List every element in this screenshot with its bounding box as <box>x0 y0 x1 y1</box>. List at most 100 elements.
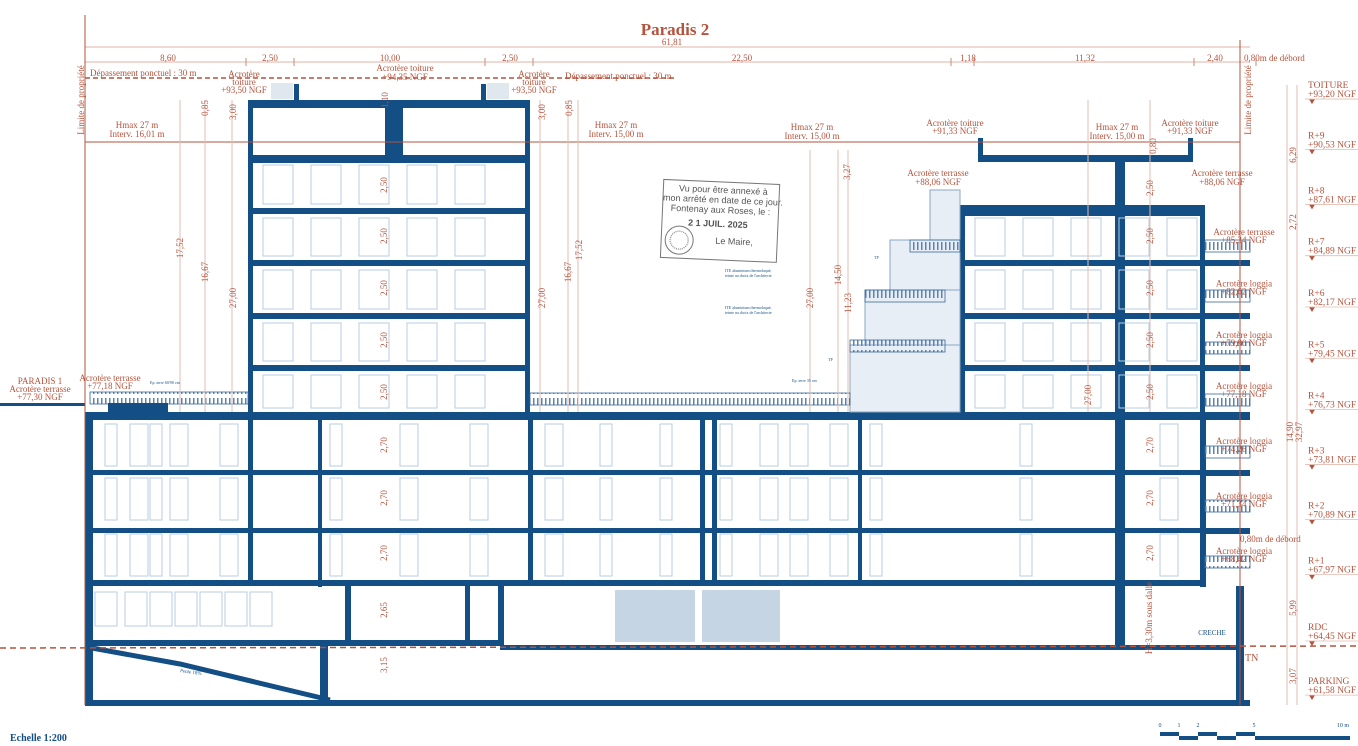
window <box>1022 374 1054 409</box>
acrotere-line: Acrotère loggia <box>1216 436 1272 446</box>
balcony-slab <box>1200 313 1250 319</box>
window <box>544 533 564 577</box>
foundation-slab <box>85 700 1250 706</box>
vdim: 14,90 <box>1285 421 1295 442</box>
hmax-line1: Hmax 27 m <box>1096 122 1139 132</box>
wall <box>248 412 253 582</box>
hmax-label: Hmax 27 m Interv. 16,01 m <box>110 120 165 139</box>
acrotere-line: toiture <box>522 77 546 87</box>
wall <box>248 100 253 160</box>
level-marker: PARKING+61,58 NGF <box>1305 677 1358 701</box>
window <box>974 374 1006 409</box>
note-tp: TP <box>828 357 833 362</box>
vdim: 0,80 <box>1148 138 1158 154</box>
acrotere-label: Acrotère loggia+82,62 NGF <box>1216 278 1272 296</box>
vdim: 3,00 <box>228 104 238 120</box>
drawing-title: Paradis 2 <box>641 20 709 39</box>
wall <box>712 412 717 582</box>
acrotere-line: Acrotère loggia <box>1216 330 1272 340</box>
wall <box>858 412 862 582</box>
window <box>454 269 486 310</box>
approval-stamp: Vu pour être annexé à mon arrêté en date… <box>659 178 783 263</box>
window <box>262 322 294 362</box>
city-seal-icon <box>664 225 694 255</box>
window <box>358 322 390 362</box>
level-marker: R+4+76,73 NGF <box>1305 392 1358 415</box>
level-triangle-icon <box>1309 255 1315 261</box>
window <box>149 423 163 467</box>
window <box>1118 217 1150 257</box>
parapet <box>978 138 983 160</box>
podium-roof-slab <box>85 412 1250 420</box>
acrotere-label: Acrotère loggia+74,26 NGF <box>1216 436 1272 454</box>
level-elevation: +70,89 NGF <box>1308 511 1356 521</box>
level-elevation: +73,81 NGF <box>1308 456 1356 466</box>
wall <box>1200 208 1205 412</box>
acrotere-line: Acrotère loggia <box>1216 491 1272 501</box>
acrotere-line: Acrotère <box>518 69 549 79</box>
vdim: 2,70 <box>379 437 389 453</box>
right-tower-roof-slab <box>960 208 1205 216</box>
floor-slab <box>960 365 1205 371</box>
window <box>869 423 883 467</box>
level-elevation: +64,45 NGF <box>1308 632 1356 642</box>
scale-bar: 0 1 2 5 10 m <box>1159 723 1350 740</box>
hmax-line2: Interv. 15,00 m <box>1090 131 1145 141</box>
window <box>310 269 342 310</box>
level-name: R+3 <box>1308 447 1325 457</box>
stamp-line: Fontenay aux Roses, le : <box>671 203 771 217</box>
vdim: 2,50 <box>1145 384 1155 400</box>
window <box>974 269 1006 310</box>
acrotere-line: Acrotère terrasse <box>79 373 140 383</box>
wall <box>318 412 322 587</box>
acrotere-line: +68,42 NGF <box>1221 554 1267 564</box>
level-name: PARKING <box>1308 677 1349 687</box>
window <box>829 423 849 467</box>
window <box>199 591 223 627</box>
wall <box>960 208 965 412</box>
wall <box>525 100 530 160</box>
level-triangle-icon <box>1309 149 1315 155</box>
window <box>310 217 342 257</box>
window <box>1022 322 1054 362</box>
acrotere-line: +71,34 NGF <box>1221 499 1267 509</box>
wall <box>498 586 504 646</box>
balcony-slab <box>1200 470 1250 476</box>
stamp-line: Vu pour être annexé à <box>679 183 768 197</box>
note-ite: teinte au choix de l'architecte <box>725 273 772 278</box>
acrotere-line: Acrotère loggia <box>1216 278 1272 288</box>
dim-seg: 22,50 <box>732 53 753 63</box>
floor-slab <box>85 528 1205 533</box>
acrotere-label: Acrotère terrasse+85,34 NGF <box>1213 227 1274 245</box>
acrotere-label: Acrotère toiture +94,35 NGF <box>376 63 433 82</box>
railing <box>849 339 946 353</box>
window <box>719 533 733 577</box>
window <box>659 477 673 521</box>
window <box>406 322 438 362</box>
brick-parapet <box>487 83 509 99</box>
dim-seg: 2,50 <box>502 53 518 63</box>
floor-slab <box>85 580 1205 586</box>
vdim: 2,50 <box>379 332 389 348</box>
level-triangle-icon <box>1309 358 1315 364</box>
level-triangle-icon <box>1309 641 1315 646</box>
window <box>329 477 343 521</box>
vdim: 2,50 <box>379 384 389 400</box>
window <box>1022 217 1054 257</box>
wall <box>465 586 470 641</box>
vdim: 0,85 <box>564 100 574 116</box>
level-triangle-icon <box>1309 409 1315 415</box>
level-elevation: +82,17 NGF <box>1308 298 1356 308</box>
wall <box>85 412 93 706</box>
level-elevation: +67,97 NGF <box>1308 566 1356 576</box>
window <box>1070 269 1102 310</box>
window <box>129 533 149 577</box>
note-ep-terre: Ep. terre 35 cm <box>792 378 818 383</box>
acrotere-label: Acrotère terrasse +88,06 NGF <box>1191 168 1252 187</box>
note-tp: TP <box>874 255 879 260</box>
vdim: 2,70 <box>1145 437 1155 453</box>
window <box>262 374 294 409</box>
paradis1-label: PARADIS 1 Acrotère terrasse +77,30 NGF <box>9 376 70 402</box>
acrotere-line: Acrotère loggia <box>1216 381 1272 391</box>
window <box>406 374 438 409</box>
